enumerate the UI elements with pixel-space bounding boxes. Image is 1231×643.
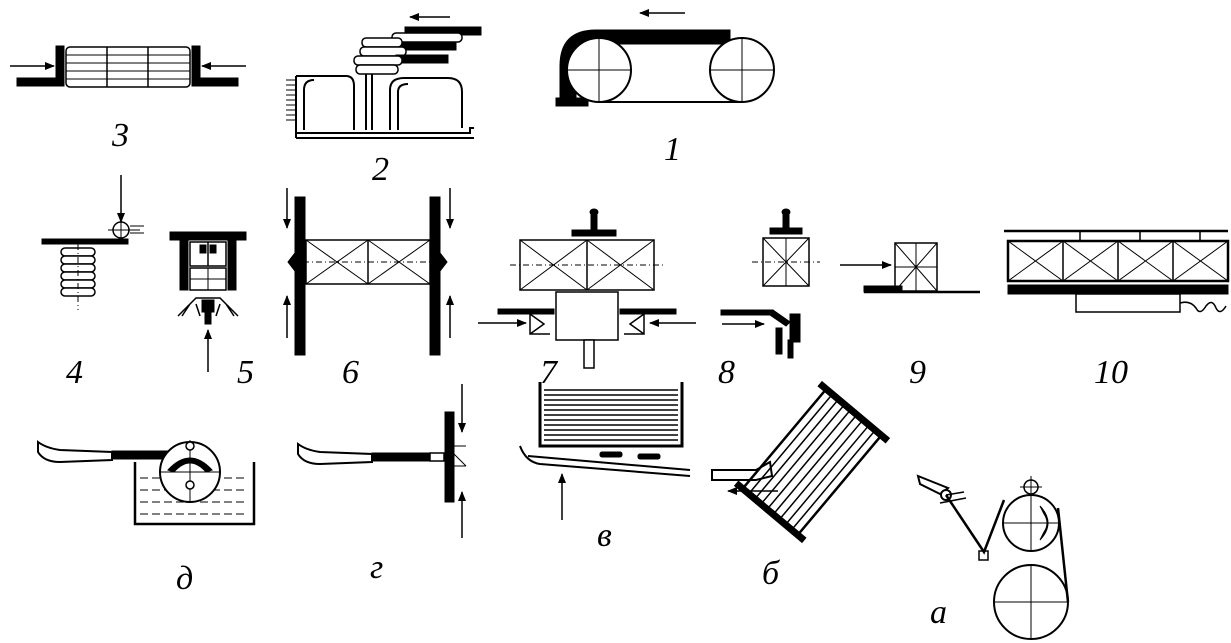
scheme-g-tool <box>297 442 373 466</box>
scheme-v-layers <box>544 389 678 441</box>
scheme-4-plate <box>41 238 129 245</box>
scheme-g: г <box>297 384 467 586</box>
label-6: 6 <box>342 354 359 391</box>
scheme-8: 8 <box>718 208 820 391</box>
scheme-3-left-post <box>55 45 65 87</box>
scheme-b: б <box>711 380 891 592</box>
label-10: 10 <box>1094 354 1128 391</box>
scheme-2-mold-right <box>389 77 463 130</box>
label-7: 7 <box>540 354 559 391</box>
scheme-4: 4 <box>41 175 144 391</box>
label-2: 2 <box>372 151 389 188</box>
scheme-5-gripper <box>177 297 239 317</box>
scheme-10-drive <box>1075 293 1181 313</box>
scheme-7-table-right <box>619 308 677 315</box>
scheme-1: 1 <box>555 9 775 168</box>
label-b: б <box>762 555 781 592</box>
scheme-3: 3 <box>10 45 246 154</box>
scheme-v: в <box>519 382 691 554</box>
scheme-10-cable <box>1179 301 1227 313</box>
scheme-3-stack <box>65 46 191 88</box>
scheme-2-comb <box>286 76 297 138</box>
scheme-v-tray <box>519 445 691 477</box>
label-3: 3 <box>111 117 129 154</box>
scheme-7-table-left <box>497 308 555 315</box>
scheme-b-tool <box>711 460 774 481</box>
scheme-a-strip <box>944 494 1070 603</box>
label-g: г <box>370 549 383 586</box>
label-8: 8 <box>718 354 735 391</box>
scheme-8-table <box>720 309 774 316</box>
scheme-6: 6 <box>283 188 454 391</box>
scheme-5: 5 <box>169 231 254 391</box>
scheme-9: 9 <box>840 242 980 391</box>
scheme-b-magazine <box>733 380 891 544</box>
scheme-2-base <box>296 127 474 139</box>
label-a: а <box>930 594 947 631</box>
label-d: д <box>176 560 193 597</box>
scheme-d-strip <box>111 450 169 460</box>
scheme-5-frame <box>169 231 247 291</box>
scheme-d-bath <box>133 462 256 526</box>
scheme-7: 7 <box>478 208 696 391</box>
label-4: 4 <box>66 354 83 391</box>
scheme-2-mold-left <box>296 75 355 130</box>
scheme-3-right-post <box>191 45 201 87</box>
scheme-2: 2 <box>286 13 482 188</box>
scheme-v-hopper <box>538 382 684 448</box>
label-v: в <box>597 517 612 554</box>
scheme-g-strip <box>371 452 431 462</box>
scheme-1-base <box>555 97 589 107</box>
scheme-10-belt <box>1007 284 1229 295</box>
label-9: 9 <box>909 354 926 391</box>
label-1: 1 <box>664 131 681 168</box>
label-5: 5 <box>237 354 254 391</box>
scheme-10: 10 <box>1004 229 1230 391</box>
scheme-g-plate <box>444 411 455 503</box>
scheme-d-tool <box>37 440 113 464</box>
scheme-a-lever <box>916 474 951 496</box>
scheme-d: д <box>37 440 256 597</box>
scheme-a: а <box>916 474 1070 640</box>
